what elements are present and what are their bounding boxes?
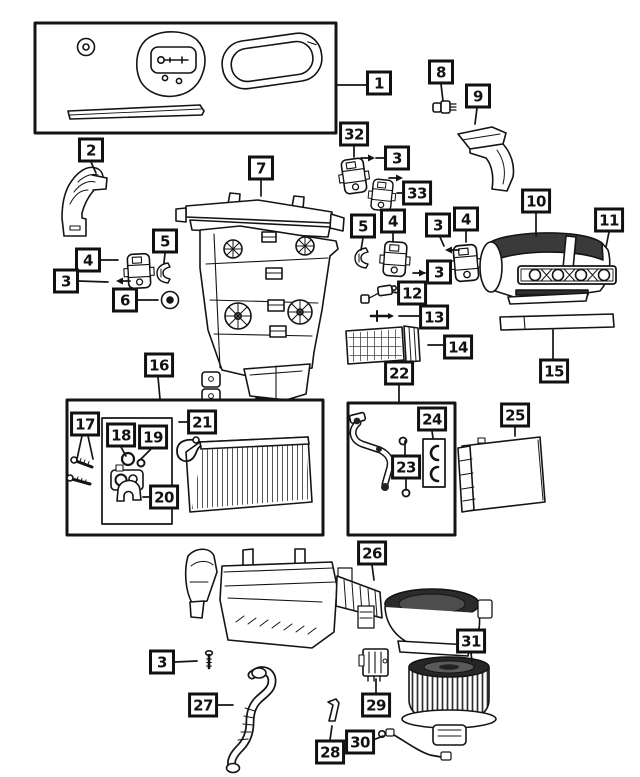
direction-arrows xyxy=(116,154,460,285)
part-31-blower-motor xyxy=(401,656,497,746)
callout-4-11[interactable]: 4 xyxy=(75,247,101,273)
callout-9-4[interactable]: 9 xyxy=(465,83,491,109)
callout-4-17[interactable]: 4 xyxy=(453,206,479,232)
callout-19-27[interactable]: 19 xyxy=(138,424,168,450)
callout-28-37[interactable]: 28 xyxy=(315,739,345,765)
callout-4-15[interactable]: 4 xyxy=(380,208,406,234)
grommet-seal xyxy=(76,37,96,57)
part-4-actuator-mid xyxy=(378,240,412,278)
callout-13-20[interactable]: 13 xyxy=(419,304,449,330)
part-10-upper-unit xyxy=(479,232,617,305)
part-29-resistor xyxy=(358,648,389,682)
part-13-valve xyxy=(369,310,394,322)
callout-7-7[interactable]: 7 xyxy=(248,155,274,181)
part-20-clamp xyxy=(116,479,142,502)
group-16-evaporator-kit xyxy=(65,398,325,537)
part-12-temp-probe xyxy=(360,284,397,304)
part-5-clip-mid xyxy=(354,247,369,269)
callout-27-35[interactable]: 27 xyxy=(188,692,218,718)
callout-26-33[interactable]: 26 xyxy=(357,540,387,566)
callout-15-22[interactable]: 15 xyxy=(539,358,569,384)
callout-25-32[interactable]: 25 xyxy=(500,402,530,428)
callout-8-3[interactable]: 8 xyxy=(428,59,454,85)
callout-5-14[interactable]: 5 xyxy=(350,213,376,239)
part-15-filter xyxy=(499,313,615,331)
callout-3-5[interactable]: 3 xyxy=(384,145,410,171)
part-28-clip xyxy=(327,698,340,722)
callout-30-38[interactable]: 30 xyxy=(345,729,375,755)
callout-12-19[interactable]: 12 xyxy=(397,280,427,306)
callout-11-9[interactable]: 11 xyxy=(594,207,624,233)
part-9-duct xyxy=(457,126,515,192)
callout-2-1[interactable]: 2 xyxy=(78,137,104,163)
part-5-clip-left xyxy=(156,262,171,284)
part-23-tube xyxy=(348,411,394,491)
part-30-wiring xyxy=(377,728,452,761)
part-32-actuator xyxy=(335,156,373,196)
part-14-heater-core xyxy=(345,325,421,365)
callout-24-30[interactable]: 24 xyxy=(417,406,447,432)
part-25-heater-core xyxy=(457,436,546,513)
callout-18-26[interactable]: 18 xyxy=(106,422,136,448)
callout-23-31[interactable]: 23 xyxy=(391,454,421,480)
oring-small xyxy=(398,436,408,446)
callout-3-12[interactable]: 3 xyxy=(53,268,79,294)
callout-16-23[interactable]: 16 xyxy=(144,352,174,378)
part-2-air-duct xyxy=(61,166,108,237)
part-6-grommet xyxy=(160,290,180,310)
callout-31-39[interactable]: 31 xyxy=(456,628,486,654)
part-8-sensor xyxy=(432,100,457,114)
part-18-oring xyxy=(120,451,136,467)
callout-32-2[interactable]: 32 xyxy=(339,121,369,147)
callout-3-34[interactable]: 3 xyxy=(149,649,175,675)
part-3-screw xyxy=(204,649,214,670)
seal-ring xyxy=(221,32,323,90)
part-27-drain-hose xyxy=(225,666,277,774)
part-26-lower-housing xyxy=(184,548,493,657)
callout-14-21[interactable]: 14 xyxy=(443,334,473,360)
callout-22-24[interactable]: 22 xyxy=(384,360,414,386)
part-24-retainer-clips xyxy=(422,438,446,488)
callout-33-6[interactable]: 33 xyxy=(402,180,432,206)
callout-10-8[interactable]: 10 xyxy=(521,188,551,214)
callout-21-28[interactable]: 21 xyxy=(187,409,217,435)
callout-5-10[interactable]: 5 xyxy=(152,228,178,254)
callout-3-16[interactable]: 3 xyxy=(425,212,451,238)
part-7-distribution-housing xyxy=(175,192,345,410)
callout-6-13[interactable]: 6 xyxy=(112,287,138,313)
part-33-actuator xyxy=(366,177,398,213)
callout-20-29[interactable]: 20 xyxy=(149,484,179,510)
part-21-evaporator-core xyxy=(176,436,313,513)
part-1-seal-kit-group xyxy=(33,21,338,135)
callout-3-18[interactable]: 3 xyxy=(426,259,452,285)
callout-1-0[interactable]: 1 xyxy=(366,70,392,96)
callout-17-25[interactable]: 17 xyxy=(70,411,100,437)
part-17-bolts xyxy=(66,456,94,486)
callout-29-36[interactable]: 29 xyxy=(361,692,391,718)
part-4-actuator-left xyxy=(122,252,156,290)
